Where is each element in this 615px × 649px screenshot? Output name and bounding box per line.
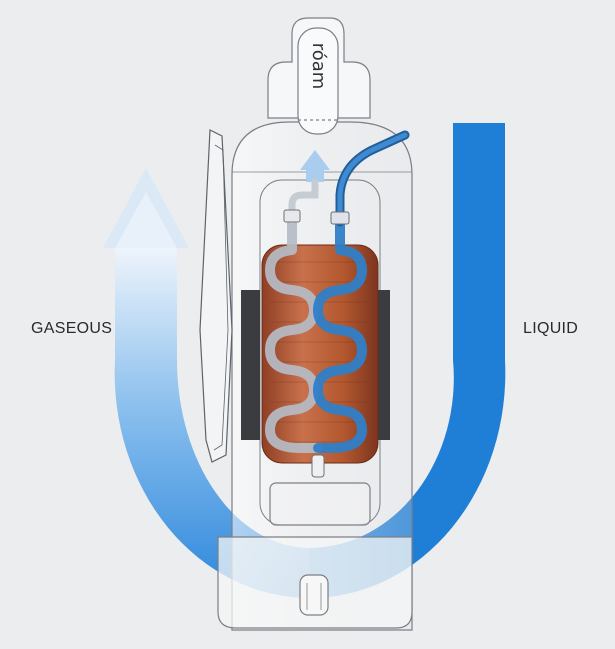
drain-nozzle [311,454,325,478]
top-cap [267,17,371,135]
liquid-coil [313,217,367,453]
hose-fitting [330,211,350,225]
flow-band [103,123,506,599]
liquid-label: LIQUID [523,320,579,337]
vapor-coil [265,210,323,453]
brand-logo: róam [308,43,329,90]
gaseous-flow-band [114,248,310,599]
strap-right [375,290,390,440]
strap-left [241,290,260,440]
liquid-flow-band [310,123,506,599]
vapor-up-arrow [306,168,324,182]
side-lid-panel [199,129,233,463]
liquid-hose-highlight [337,132,408,225]
gaseous-arrow-head-shade [115,192,177,248]
gaseous-label: GASEOUS [31,320,113,337]
vapor-up-arrow-head [300,150,330,170]
vapor-pipe [288,178,319,224]
lower-compartment [269,482,371,526]
vapor-fitting [283,209,301,223]
base-connector [299,574,329,616]
